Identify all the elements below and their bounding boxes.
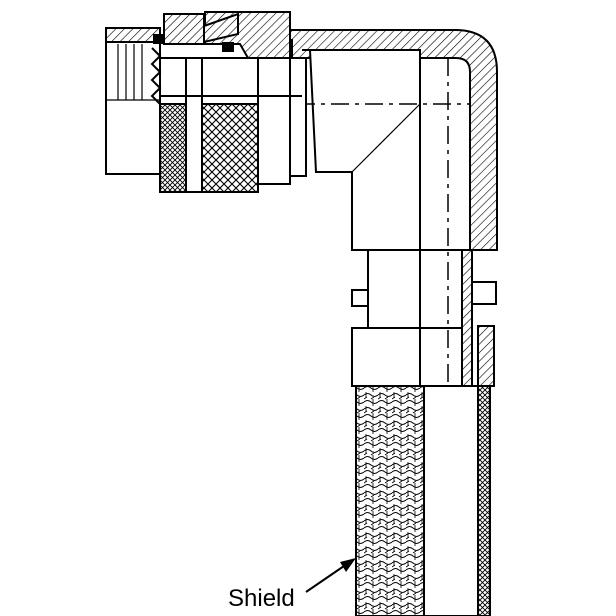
adapter-body [153, 12, 307, 193]
cable-clamp [351, 249, 497, 387]
coupling-nut [105, 27, 162, 175]
knurled-ring-front [159, 95, 187, 193]
knurled-ring-rear [201, 95, 259, 193]
elbow-body [195, 49, 470, 616]
cable-jacket [423, 385, 491, 616]
braided-shield [355, 385, 425, 616]
shield-callout: Shield [228, 558, 356, 612]
shield-label: Shield [228, 585, 295, 612]
